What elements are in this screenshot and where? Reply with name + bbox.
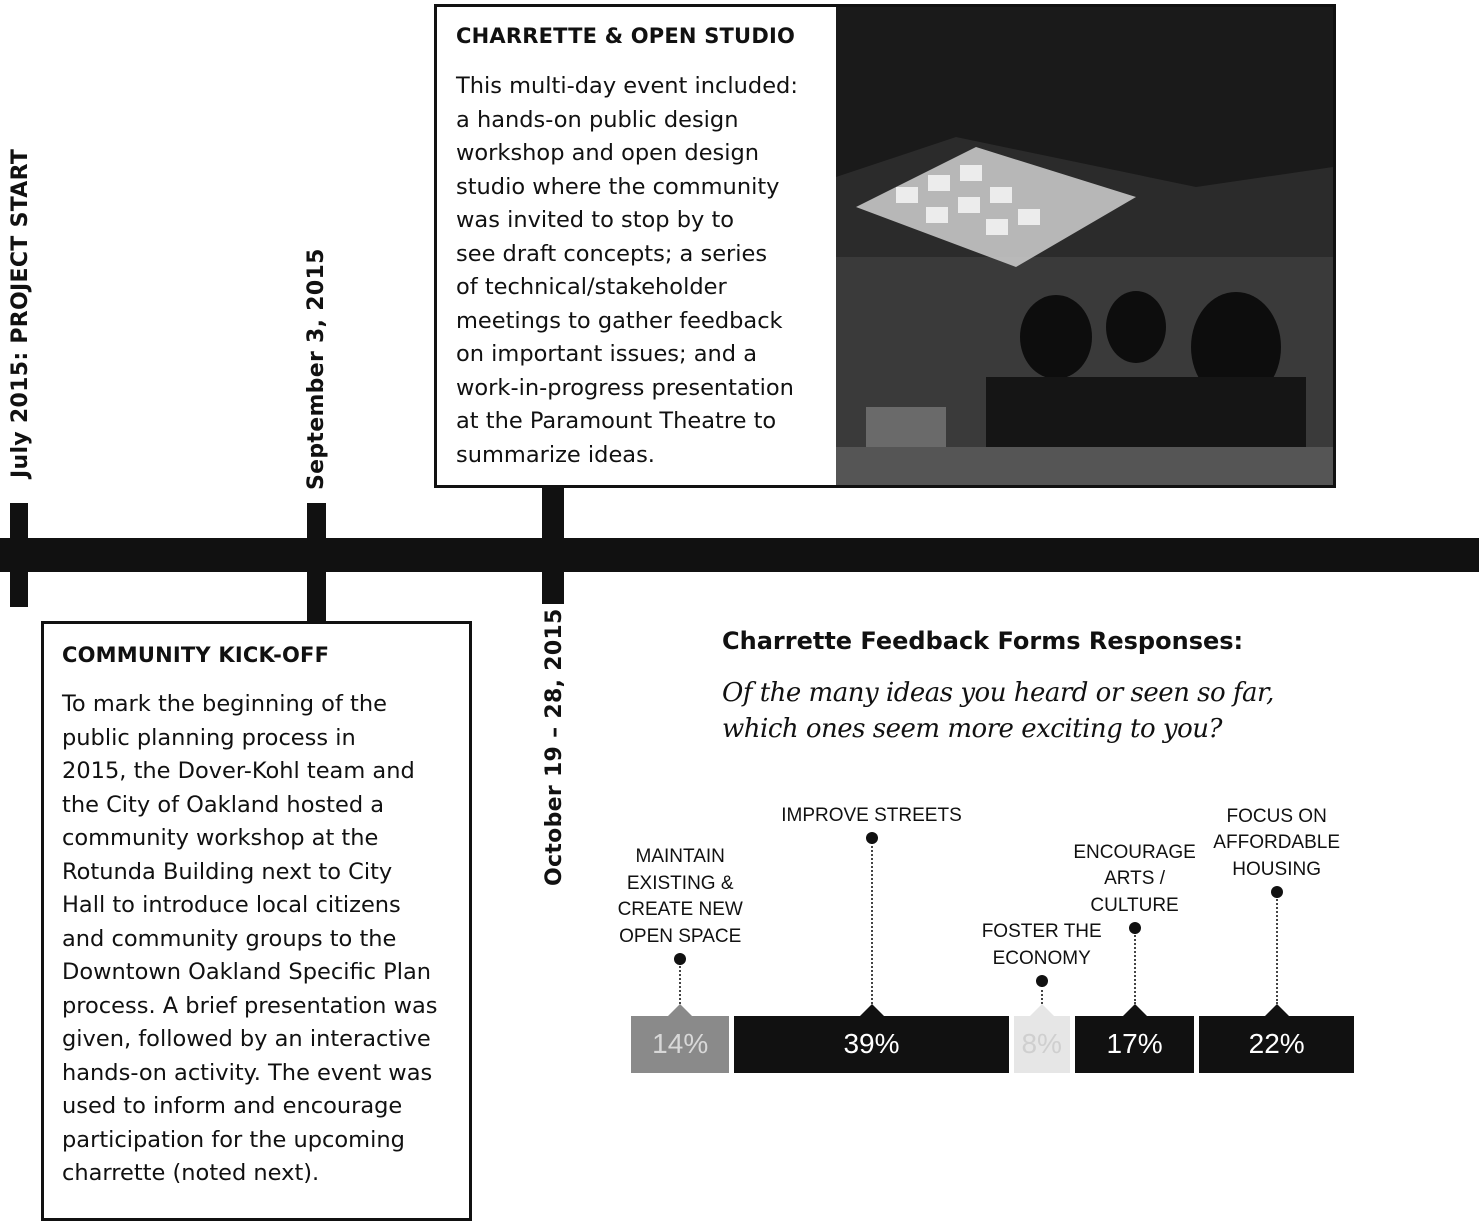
charrette-line: This multi-day event included:: [456, 73, 798, 99]
kickoff-line: given, followed by an interactive: [62, 1026, 431, 1052]
timeline-tick-kickoff: [307, 503, 326, 623]
chart-bar-pointer: [1122, 1004, 1147, 1016]
charrette-line: summarize ideas.: [456, 441, 655, 468]
timeline-charrette-date: October 19 – 28, 2015: [542, 608, 567, 886]
charrette-box: CHARRETTE & OPEN STUDIO This multi-day e…: [434, 4, 1336, 488]
kickoff-line: public planning process in: [62, 724, 356, 751]
kickoff-line: process. A brief presentation was: [62, 992, 438, 1019]
chart-data-label: 39%: [843, 1028, 900, 1059]
kickoff-line: used to inform and encourage: [62, 1093, 403, 1119]
kickoff-title: COMMUNITY KICK-OFF: [62, 643, 330, 667]
chart-leader-line: [870, 842, 873, 1004]
kickoff-line: Rotunda Building next to City: [62, 858, 393, 885]
kickoff-line: Downtown Oakland Specific Plan: [62, 959, 432, 985]
kickoff-line: community workshop at the: [62, 825, 379, 851]
kickoff-line: Hall to introduce local citizens: [62, 892, 401, 918]
chart-leader-line: [1275, 896, 1278, 1004]
charrette-line: workshop and open design: [456, 140, 760, 166]
chart-leader-dot: [1128, 922, 1141, 934]
kickoff-line: charrette (noted next).: [62, 1160, 320, 1186]
charrette-line: a hands-on public design: [456, 106, 739, 133]
kickoff-line: and community groups to the: [62, 925, 397, 952]
kickoff-line: hands-on activity. The event was: [62, 1059, 433, 1086]
feedback-title: Charrette Feedback Forms Responses:: [722, 627, 1244, 655]
kickoff-box: COMMUNITY KICK-OFF To mark the beginning…: [41, 621, 472, 1221]
workshop-photo: [836, 7, 1333, 485]
charrette-line: at the Paramount Theatre to: [456, 408, 777, 434]
charrette-line: meetings to gather feedback: [456, 307, 783, 334]
kickoff-line: participation for the upcoming: [62, 1126, 405, 1153]
kickoff-line: To mark the beginning of the: [62, 691, 387, 717]
chart-leader-line: [1040, 985, 1043, 1004]
chart-data-label: 22%: [1248, 1028, 1305, 1059]
chart-leader-dot: [1035, 975, 1048, 987]
chart-bar-pointer: [859, 1004, 884, 1016]
chart-leader-line: [679, 963, 682, 1004]
chart-bar-pointer: [1264, 1004, 1289, 1016]
charrette-line: on important issues; and a: [456, 341, 758, 367]
chart-bar-pointer: [668, 1004, 693, 1016]
kickoff-line: the City of Oakland hosted a: [62, 791, 385, 818]
timeline-tick-charrette: [542, 486, 564, 604]
charrette-line: was invited to stop by to: [456, 207, 735, 233]
timeline-start-label: July 2015: PROJECT START: [8, 148, 33, 478]
chart-data-label: 8%: [1021, 1028, 1062, 1059]
charrette-line: see draft concepts; a series: [456, 240, 768, 267]
feedback-subtitle: Of the many ideas you heard or seen so f…: [722, 675, 1274, 747]
chart-data-label: 14%: [652, 1028, 709, 1059]
charrette-line: of technical/stakeholder: [456, 274, 727, 300]
workshop-photo-illustration: [836, 7, 1333, 485]
chart-leader-dot: [1270, 886, 1283, 898]
chart-category-label: ENCOURAGE ARTS / CULTURE: [1073, 841, 1196, 916]
chart-bar-pointer: [1029, 1004, 1054, 1016]
timeline-bar: [0, 538, 1479, 572]
chart-leader-dot: [865, 832, 878, 844]
feedback-subtitle-line-2: which ones seem more exciting to you?: [722, 714, 1222, 744]
timeline-kickoff-date: September 3, 2015: [304, 248, 329, 490]
feedback-subtitle-line-1: Of the many ideas you heard or seen so f…: [722, 678, 1274, 708]
chart-bar-segment: 17%: [1074, 1016, 1195, 1073]
chart-category-label: FOCUS ON AFFORDABLE HOUSING: [1213, 805, 1341, 880]
chart-category-label: FOSTER THE ECONOMY: [981, 921, 1102, 969]
charrette-description: This multi-day event included: a hands-o…: [456, 70, 836, 472]
kickoff-description: To mark the beginning of the public plan…: [62, 688, 462, 1191]
chart-category-label: IMPROVE STREETS: [781, 804, 962, 826]
chart-bar-segment: 14%: [631, 1016, 730, 1073]
chart-bar-segment: 22%: [1199, 1016, 1354, 1073]
chart-leader-line: [1133, 932, 1136, 1004]
chart-leader-dot: [674, 953, 687, 965]
charrette-title: CHARRETTE & OPEN STUDIO: [456, 24, 796, 48]
timeline-tick-start: [10, 503, 28, 607]
kickoff-line: 2015, the Dover-Kohl team and: [62, 758, 415, 784]
charrette-line: work-in-progress presentation: [456, 374, 794, 401]
chart-data-label: 17%: [1106, 1028, 1163, 1059]
chart-category-label: MAINTAIN EXISTING & CREATE NEW OPEN SPAC…: [617, 846, 743, 947]
chart-bar-segment: 8%: [1013, 1016, 1070, 1073]
chart-bar-segment: 39%: [734, 1016, 1009, 1073]
charrette-line: studio where the community: [456, 173, 780, 200]
